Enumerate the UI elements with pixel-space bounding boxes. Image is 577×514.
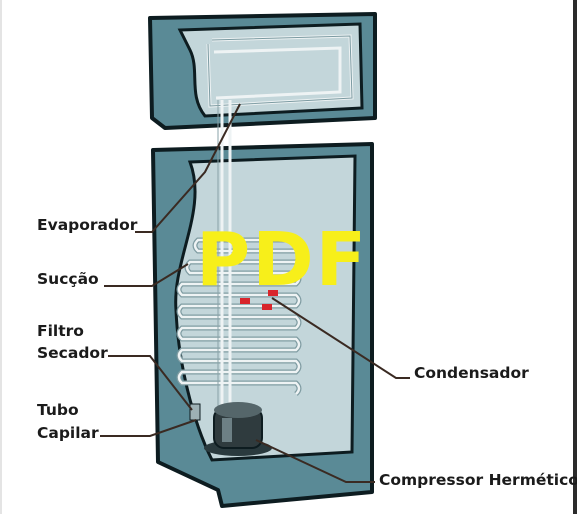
filter-drier (189, 403, 201, 421)
label-tubo-line2: Capilar (37, 424, 99, 442)
label-succao: Sucção (37, 270, 99, 288)
compressor-dome (214, 402, 262, 418)
leader-lines (100, 103, 410, 483)
label-condensador: Condensador (414, 364, 529, 382)
suction-line (220, 100, 232, 440)
leader-condensador (271, 297, 410, 379)
left-border (0, 0, 2, 514)
condenser-hotspots (240, 290, 278, 310)
leader-succao (104, 263, 189, 287)
pdf-watermark: PDF (196, 217, 368, 303)
hotspot (268, 290, 278, 296)
label-filtro-line2: Secador (37, 344, 108, 362)
label-filtro-line1: Filtro (37, 322, 84, 340)
evaporator-coil-outline (207, 35, 353, 107)
right-border (573, 0, 577, 514)
hotspot (240, 298, 250, 304)
leader-compressor (255, 439, 375, 483)
leader-evaporador (135, 103, 241, 233)
hotspot (262, 304, 272, 310)
leader-tubo (100, 419, 197, 437)
compressor-highlight (222, 418, 232, 442)
label-evaporador: Evaporador (37, 216, 138, 234)
label-compressor: Compressor Hermético (379, 471, 577, 489)
compressor (204, 402, 272, 456)
leader-filtro (108, 355, 193, 411)
labels: Evaporador Sucção Filtro Secador Tubo Ca… (37, 216, 577, 489)
label-tubo-line1: Tubo (37, 401, 79, 419)
freezer-box (148, 12, 377, 130)
